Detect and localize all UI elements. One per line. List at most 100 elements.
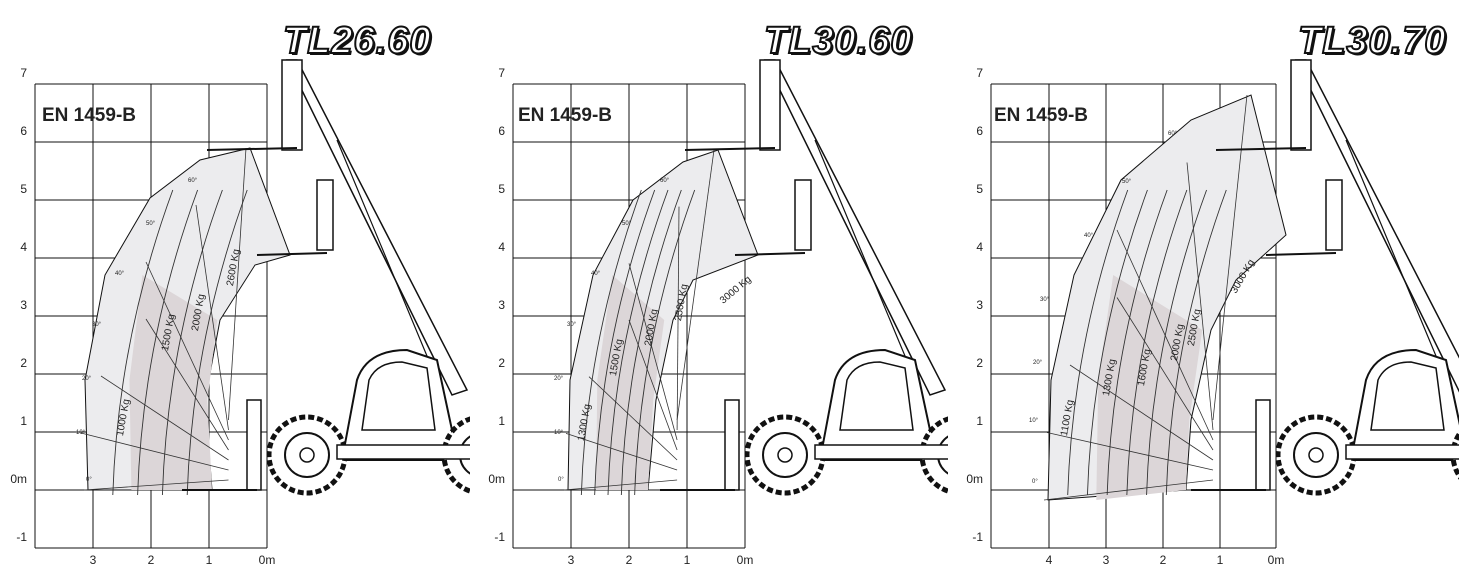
model-title: TL30.70 — [1297, 20, 1447, 62]
telehandler-drawing — [182, 59, 470, 496]
load-curve — [580, 189, 642, 496]
y-tick-label: 6 — [498, 124, 505, 138]
load-zone-band — [129, 275, 218, 490]
y-tick-label: -1 — [972, 530, 983, 544]
fork-carriage-mid — [794, 179, 812, 251]
y-tick-label: 2 — [20, 356, 27, 370]
fork-carriage-low — [724, 399, 740, 491]
y-tick-label: 4 — [976, 240, 983, 254]
cab — [818, 348, 931, 461]
wheel-hub — [777, 447, 793, 463]
y-tick-label: 4 — [20, 240, 27, 254]
y-tick-label: 1 — [498, 414, 505, 428]
cab-window — [839, 361, 914, 431]
fork-high — [1215, 147, 1307, 151]
y-tick-label: 7 — [20, 66, 27, 80]
angle-label: 60° — [660, 178, 670, 184]
angle-label: 20° — [554, 376, 564, 382]
standard-label: EN 1459-B — [42, 105, 136, 126]
boom-angle-line — [1043, 479, 1214, 501]
standard-label: EN 1459-B — [518, 105, 612, 126]
model-title: TL26.60 — [282, 20, 432, 62]
boom-angle-line — [676, 149, 715, 421]
x-tick-label: 1 — [205, 553, 213, 567]
load-curve — [634, 189, 696, 496]
boom — [1294, 59, 1459, 393]
chassis — [814, 444, 948, 460]
boom-angle-line — [1069, 364, 1214, 461]
angle-label: 10° — [554, 430, 564, 436]
y-tick-label: 0m — [966, 472, 983, 486]
boom-lower — [814, 139, 916, 381]
load-curve — [112, 189, 174, 496]
fork-carriage-mid — [1325, 179, 1343, 251]
angle-label: 40° — [1084, 233, 1094, 239]
load-curve — [186, 189, 248, 496]
y-tick-label: 0m — [10, 472, 27, 486]
wheel-hub — [299, 447, 315, 463]
y-tick-label: 3 — [498, 298, 505, 312]
boom-angle-line — [145, 318, 229, 451]
angle-label: 0° — [558, 477, 564, 483]
fork-mid — [256, 252, 328, 256]
telehandler-drawing — [660, 59, 948, 496]
telehandler-drawing — [1191, 59, 1459, 496]
x-tick-label: 1 — [1216, 553, 1224, 567]
angle-label: 30° — [1040, 297, 1050, 303]
y-tick-label: 0m — [488, 472, 505, 486]
angle-label: 30° — [567, 322, 577, 328]
load-curve — [161, 189, 223, 496]
angle-label: 20° — [1033, 360, 1043, 366]
boom-lower — [1345, 139, 1447, 381]
load-zones — [80, 147, 291, 496]
boom-angle-line — [195, 204, 229, 431]
angle-label: 40° — [115, 271, 125, 277]
boom-angle-line — [628, 319, 678, 451]
angle-label: 0° — [86, 477, 92, 483]
load-curve — [620, 189, 682, 496]
boom-angle-line — [83, 479, 229, 491]
x-tick-label: 4 — [1045, 553, 1053, 567]
chassis — [336, 444, 470, 460]
boom-angle-line — [228, 147, 247, 421]
boom-angle-line — [1046, 432, 1214, 471]
angle-label: 30° — [92, 322, 102, 328]
standard-label: EN 1459-B — [994, 105, 1088, 126]
boom-angle-line — [1116, 297, 1214, 451]
angle-label: 50° — [622, 221, 632, 227]
boom — [285, 59, 469, 396]
angle-label: 20° — [82, 376, 92, 382]
y-tick-label: 5 — [20, 182, 27, 196]
boom-angle-line — [628, 263, 678, 441]
boom-angle-line — [1186, 162, 1214, 431]
boom-angle-line — [676, 206, 680, 431]
x-tick-label: 2 — [1159, 553, 1167, 567]
angle-label: 60° — [188, 178, 198, 184]
angle-label: 50° — [1122, 179, 1132, 185]
y-tick-label: 3 — [20, 298, 27, 312]
x-tick-label: 1 — [683, 553, 691, 567]
y-tick-label: 7 — [498, 66, 505, 80]
load-chart-graphic — [34, 59, 470, 549]
boom-angle-line — [145, 261, 229, 441]
angle-label: 10° — [1029, 418, 1039, 424]
y-tick-label: 6 — [20, 124, 27, 138]
fork-carriage-mid — [316, 179, 334, 251]
y-tick-label: 6 — [976, 124, 983, 138]
x-tick-label: 2 — [147, 553, 155, 567]
load-curve — [607, 189, 669, 496]
x-tick-label: 0m — [736, 553, 754, 567]
y-tick-label: 3 — [976, 298, 983, 312]
x-tick-label: 0m — [258, 553, 276, 567]
cab-window — [1370, 361, 1445, 431]
load-zones — [563, 149, 759, 496]
angle-label: 10° — [76, 430, 86, 436]
load-chart-graphic — [990, 59, 1459, 549]
y-tick-label: 4 — [498, 240, 505, 254]
y-tick-label: 2 — [498, 356, 505, 370]
x-tick-label: 3 — [89, 553, 97, 567]
cab — [1349, 348, 1459, 461]
